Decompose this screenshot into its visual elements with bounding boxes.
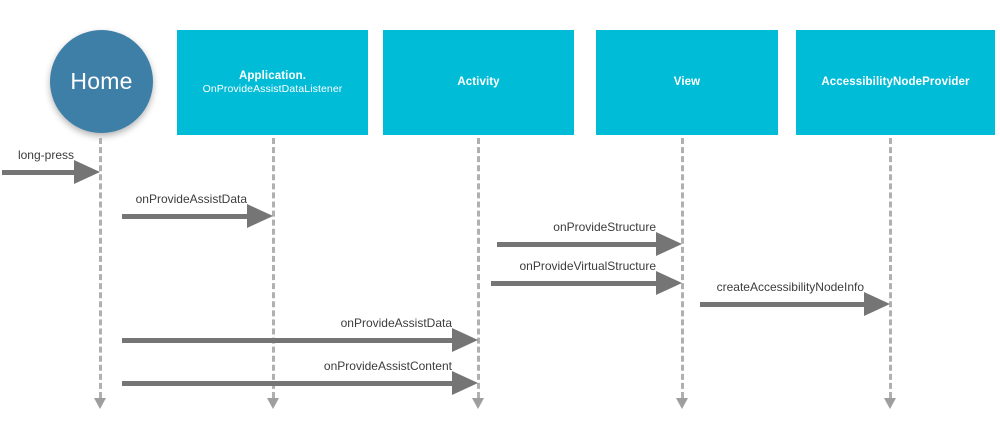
participant-label: View	[673, 76, 701, 89]
message-shaft	[700, 302, 868, 307]
message-arrowhead-icon	[247, 204, 273, 228]
lifeline-view-end-arrow-icon	[676, 398, 688, 409]
participant-sublabel: OnProvideAssistDataListener	[202, 83, 343, 96]
message-label: onProvideAssistData	[340, 316, 452, 330]
message-shaft	[497, 242, 660, 247]
participant-accessibility-node-provider: AccessibilityNodeProvider	[796, 30, 995, 135]
participant-activity: Activity	[383, 30, 574, 135]
message-label: onProvideAssistData	[135, 192, 247, 206]
message-label: onProvideVirtualStructure	[519, 259, 656, 273]
lifeline-home-end-arrow-icon	[94, 398, 106, 409]
lifeline-home	[99, 138, 102, 398]
participant-label: AccessibilityNodeProvider	[821, 76, 970, 89]
lifeline-accessibility-node-provider-end-arrow-icon	[884, 398, 896, 409]
lifeline-view	[681, 138, 684, 398]
message-arrowhead-icon	[452, 371, 478, 395]
message-shaft	[122, 214, 251, 219]
message-label: onProvideStructure	[553, 220, 656, 234]
lifeline-activity-end-arrow-icon	[472, 398, 484, 409]
message-arrowhead-icon	[452, 328, 478, 352]
message-shaft	[2, 170, 78, 175]
message-shaft	[122, 381, 456, 386]
message-label: createAccessibilityNodeInfo	[716, 280, 864, 294]
lifeline-activity	[477, 138, 480, 398]
message-label: long-press	[17, 148, 74, 162]
message-shaft	[491, 281, 660, 286]
message-label: onProvideAssistContent	[323, 359, 452, 373]
participant-label: Activity	[457, 76, 500, 89]
participant-application-listener: Application.OnProvideAssistDataListener	[177, 30, 368, 135]
lifeline-accessibility-node-provider	[889, 138, 892, 398]
lifeline-application-listener	[272, 138, 275, 398]
message-arrowhead-icon	[74, 160, 100, 184]
home-actor: Home	[50, 30, 153, 133]
home-actor-label: Home	[70, 68, 133, 94]
message-shaft	[122, 338, 456, 343]
lifeline-application-listener-end-arrow-icon	[267, 398, 279, 409]
participant-label: Application.OnProvideAssistDataListener	[202, 69, 343, 96]
message-arrowhead-icon	[656, 271, 682, 295]
message-arrowhead-icon	[656, 232, 682, 256]
message-arrowhead-icon	[864, 292, 890, 316]
participant-view: View	[596, 30, 778, 135]
